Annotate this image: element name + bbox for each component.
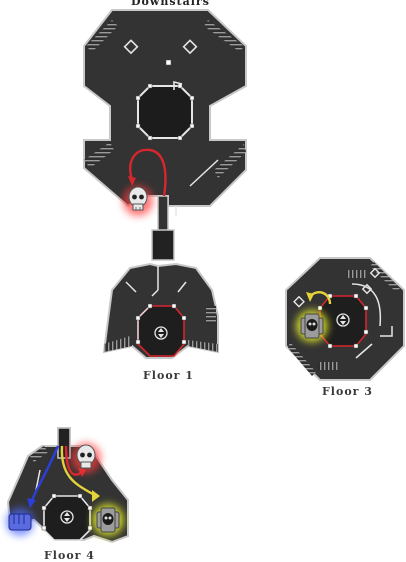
skull-hand-icon [300, 313, 324, 339]
stairs-bottom-right [214, 144, 246, 178]
floor-4-label: Floor 4 [44, 549, 95, 562]
stairs-top-left [86, 20, 118, 52]
stairs-top-right [204, 20, 244, 52]
up-down-icon [154, 326, 168, 340]
downstairs-center-room [137, 85, 193, 139]
floor-4-map [6, 427, 129, 544]
skull-icon [128, 186, 148, 211]
downstairs-corridor [157, 195, 169, 233]
hand-marker-floor3[interactable] [296, 310, 328, 342]
route-yellow-floor4 [60, 445, 97, 498]
floor-1-label: Floor 1 [143, 369, 194, 382]
floor-3-label: Floor 3 [322, 385, 373, 398]
stairs-bottom-left [84, 142, 114, 168]
hand-marker-floor4[interactable] [92, 504, 124, 536]
fist-icon [8, 513, 32, 531]
skull-marker-floor4[interactable] [71, 443, 101, 473]
route-blue-floor4 [30, 445, 60, 501]
skull-icon [76, 444, 96, 469]
skull-marker-top[interactable] [123, 186, 153, 216]
floor-1-map [102, 262, 219, 359]
route-red-top [129, 148, 167, 197]
route-red-floor4 [64, 445, 83, 476]
downstairs-label: Downstairs [131, 0, 210, 8]
up-down-icon [336, 313, 350, 327]
downstairs-map [83, 9, 247, 261]
skull-hand-icon [96, 507, 120, 533]
floor-3-map [285, 257, 405, 381]
fist-marker-floor4[interactable] [6, 508, 34, 536]
up-down-icon [60, 510, 74, 524]
